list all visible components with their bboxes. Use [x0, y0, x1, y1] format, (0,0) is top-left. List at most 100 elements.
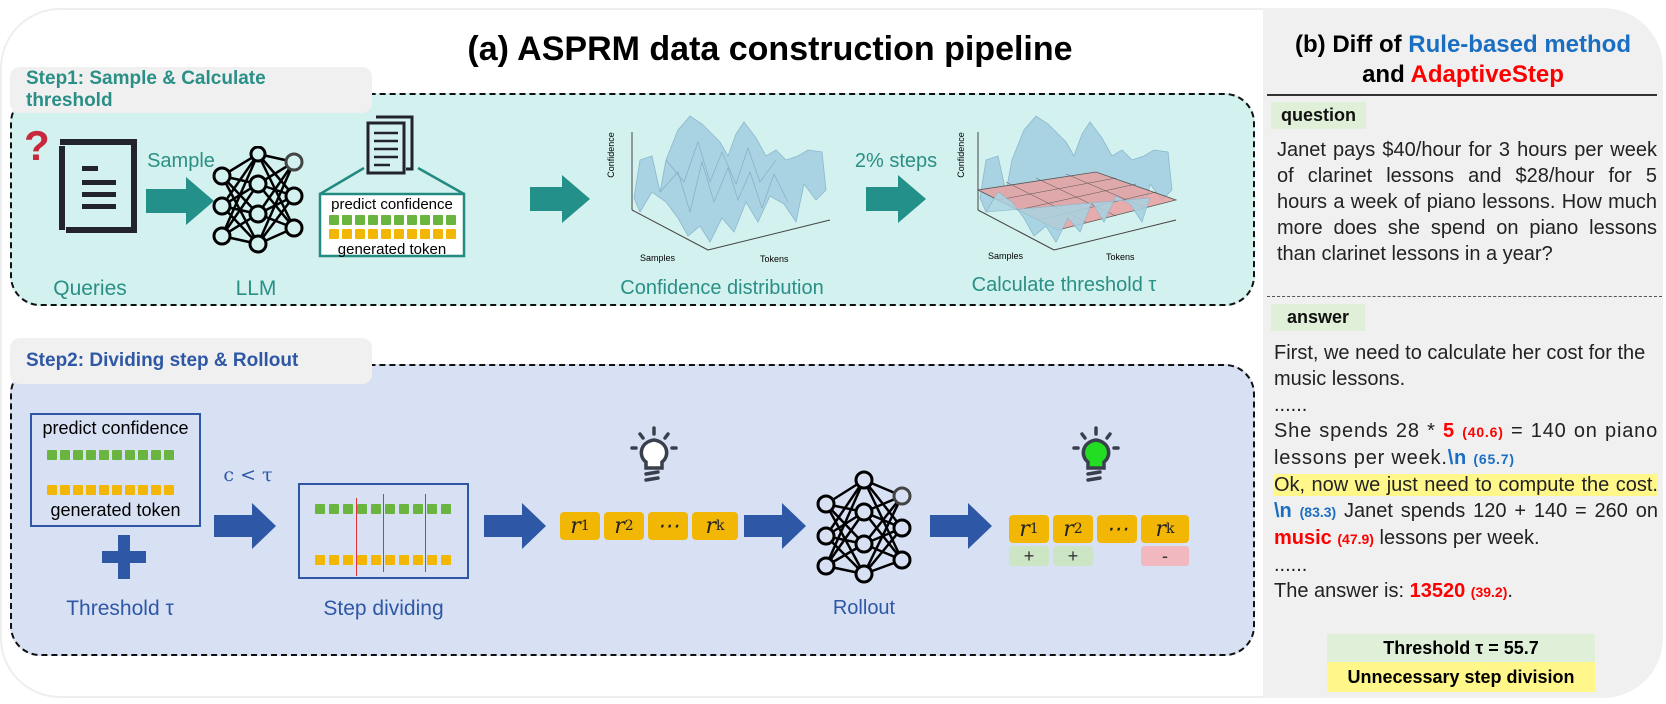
generated-token: [329, 555, 339, 565]
step-dividing-label: Step dividing: [323, 597, 444, 620]
confidence-token-row: [47, 450, 174, 460]
threshold-value-box: Threshold τ = 55.7: [1327, 634, 1595, 662]
generated-token: [433, 229, 443, 239]
lightbulb-lit-icon: [1072, 426, 1120, 482]
generated-token: [420, 229, 430, 239]
documents-icon: [366, 115, 414, 175]
negative-mark: -: [1141, 546, 1189, 566]
card-predict-confidence: predict confidence: [331, 196, 453, 213]
confidence-token: [413, 504, 423, 514]
generated-token: [385, 555, 395, 565]
plot-axis-confidence: Confidence: [605, 132, 616, 178]
plot-axis-tokens: Tokens: [760, 254, 789, 264]
confidence-token: [151, 450, 161, 460]
confidence-token: [357, 504, 367, 514]
confidence-token: [433, 215, 443, 225]
generated-token: [125, 485, 135, 495]
generated-token: [407, 229, 417, 239]
answer-line: First, we need to calculate her cost for…: [1274, 342, 1646, 390]
step-divider-line: [425, 494, 426, 572]
confidence-token: [164, 450, 174, 460]
question-tag: question: [1271, 102, 1366, 129]
generated-token-row: [47, 485, 174, 495]
confidence-token: [112, 450, 122, 460]
plus-icon: [102, 535, 146, 579]
answer-line: She spends 28 * 5 (40.6) = 140 on piano …: [1274, 420, 1658, 469]
card-generated-token: generated token: [337, 241, 447, 258]
confidence-score: (47.9): [1337, 531, 1374, 547]
rule-based-label: Rule-based method: [1408, 31, 1631, 58]
answer-ellipsis: ......: [1274, 554, 1308, 576]
comparison-title: (b) Diff of Rule-based method and Adapti…: [1295, 31, 1631, 88]
generated-token: [399, 555, 409, 565]
generated-token: [381, 229, 391, 239]
generated-token: [427, 555, 437, 565]
step2-panel: [10, 364, 1255, 656]
low-confidence-token: 5: [1443, 420, 1455, 442]
rollout-label: Rollout: [832, 597, 896, 619]
step1-tab: Step1: Sample & Calculate threshold: [10, 67, 372, 113]
question-text: Janet pays $40/hour for 3 hours per week…: [1277, 139, 1657, 265]
newline-token: \n: [1447, 447, 1468, 469]
generated-token: [164, 485, 174, 495]
positive-mark: +: [1009, 546, 1049, 566]
plot-axis-tokens: Tokens: [1106, 252, 1135, 262]
confidence-card: [30, 413, 201, 527]
confidence-token: [329, 504, 339, 514]
confidence-score: (65.7): [1473, 451, 1515, 467]
confidence-token: [427, 504, 437, 514]
confidence-token: [446, 215, 456, 225]
confidence-score: (39.2): [1470, 584, 1508, 600]
reasoning-step-box: ⋯: [1097, 515, 1137, 543]
threshold-plot: [976, 115, 1178, 251]
confidence-score: (40.6): [1462, 424, 1504, 440]
positive-mark: +: [1053, 546, 1093, 566]
generated-token: [60, 485, 70, 495]
generated-token: [47, 485, 57, 495]
generated-token: [368, 229, 378, 239]
newline-token: \n: [1274, 500, 1292, 522]
generated-token: [371, 555, 381, 565]
reasoning-step-box: ⋯: [648, 512, 688, 540]
condition-label: c < τ: [223, 464, 273, 486]
confidence-token: [407, 215, 417, 225]
answer-tag: answer: [1271, 304, 1366, 331]
rollout-marks: + + -: [1009, 546, 1189, 566]
answer-text: First, we need to calculate her cost for…: [1274, 340, 1658, 605]
confidence-token-row: [315, 504, 451, 514]
sample-label: Sample: [147, 150, 215, 172]
generated-token-row: [329, 229, 456, 239]
generated-token: [413, 555, 423, 565]
card-generated-token: generated token: [50, 500, 181, 520]
title-divider: [1267, 94, 1657, 96]
lightbulb-icon: [630, 426, 678, 482]
generated-token: [355, 229, 365, 239]
generated-token: [151, 485, 161, 495]
confidence-token: [329, 215, 339, 225]
confidence-token: [394, 215, 404, 225]
arrow-right-icon: [484, 503, 546, 549]
generated-token: [112, 485, 122, 495]
confidence-token: [343, 504, 353, 514]
neural-network-icon: [212, 146, 304, 254]
generated-token-row: [315, 555, 451, 565]
confidence-token: [441, 504, 451, 514]
confidence-token: [371, 504, 381, 514]
generated-token: [357, 555, 367, 565]
generated-token: [441, 555, 451, 565]
generated-token: [73, 485, 83, 495]
step-divider-line: [356, 498, 357, 576]
arrow-right-icon: [866, 175, 926, 223]
confidence-token-row: [329, 215, 456, 225]
answer-line: The answer is: 13520 (39.2).: [1274, 580, 1513, 602]
arrow-right-icon: [146, 177, 214, 225]
confidence-token: [420, 215, 430, 225]
confidence-token: [355, 215, 365, 225]
generated-token: [99, 485, 109, 495]
confidence-token: [86, 450, 96, 460]
llm-label: LLM: [235, 277, 277, 300]
